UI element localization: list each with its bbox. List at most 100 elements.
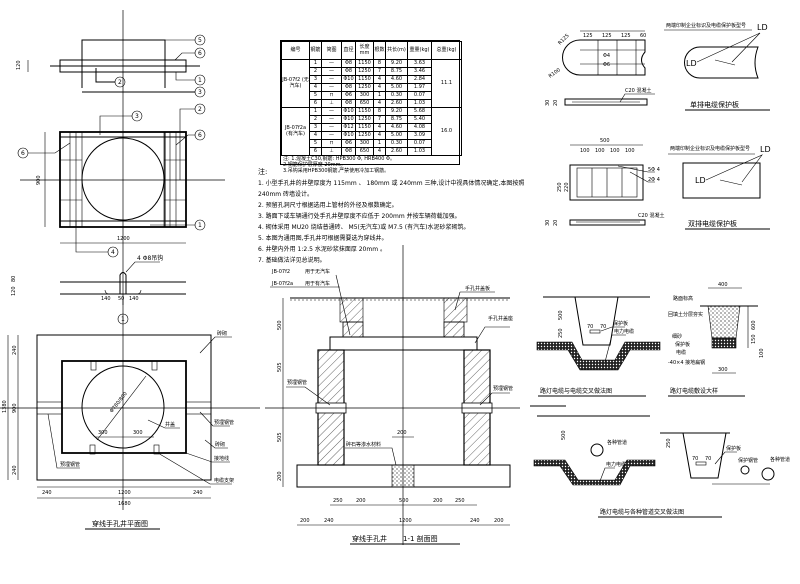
- svg-text:手孔井盖座: 手孔井盖座: [488, 315, 513, 322]
- svg-text:250: 250: [558, 328, 564, 338]
- table-cell: 8: [373, 107, 386, 116]
- cover-plate-detail: 120 5 6 1 3 2 900 1200 3 2 6 6 1 4: [11, 10, 225, 305]
- svg-text:1: 1: [198, 222, 202, 229]
- table-cell: 5.68: [407, 107, 432, 116]
- svg-text:3. 路面下或车辆通行处手孔井壁厚度不应低于: 3. 路面下或车辆通行处手孔井壁厚度不应低于 200mm 并按车辆荷载加强。: [258, 212, 461, 220]
- svg-text:2: 2: [198, 106, 202, 113]
- svg-text:电力电缆: 电力电缆: [606, 461, 626, 468]
- table-header: 总重(kg): [431, 41, 462, 60]
- table-cell: 4.60: [385, 123, 408, 132]
- table-cell: 5: [309, 139, 322, 148]
- svg-text:2Φ 4: 2Φ 4: [648, 177, 660, 183]
- svg-text:200: 200: [277, 471, 283, 481]
- svg-text:505: 505: [277, 362, 283, 372]
- table-cell: Φ10: [341, 75, 356, 84]
- table-cell: 4: [373, 123, 386, 132]
- table-cell: 1250: [355, 67, 374, 76]
- svg-text:300: 300: [718, 367, 728, 373]
- table-group-label: JB-07f2 (无汽车): [281, 59, 310, 108]
- svg-text:单排电缆保护板: 单排电缆保护板: [690, 100, 739, 109]
- table-cell: —: [321, 115, 342, 124]
- table-cell: 7: [373, 67, 386, 76]
- table-cell: 2.60: [385, 147, 408, 156]
- callout-6: 6: [174, 47, 206, 61]
- table-cell: 1150: [355, 107, 374, 116]
- table-cell: 3.09: [407, 131, 432, 140]
- svg-text:1: 1: [198, 77, 202, 84]
- table-cell: 4: [373, 83, 386, 92]
- svg-text:100: 100: [759, 348, 765, 358]
- svg-text:250: 250: [666, 438, 672, 448]
- svg-text:砖砌: 砖砌: [217, 330, 227, 337]
- table-cell: Φ10: [341, 115, 356, 124]
- svg-text:C20 混凝土: C20 混凝土: [638, 212, 664, 219]
- svg-text:4. 砌体采用 MU20 烧结普通砖、 M5(无汽车: 4. 砌体采用 MU20 烧结普通砖、 M5(无汽车)或 M7.5 (有汽车)水…: [258, 223, 469, 231]
- table-cell: Φ8: [341, 67, 356, 76]
- table-cell: 9.20: [385, 107, 408, 116]
- table-cell: 1.03: [407, 147, 432, 156]
- svg-text:100: 100: [625, 148, 635, 154]
- svg-text:500: 500: [600, 138, 610, 144]
- table-group-total: 11.1: [431, 59, 462, 108]
- table-cell: ⊥: [321, 147, 342, 156]
- svg-text:300: 300: [98, 430, 108, 436]
- svg-text:7. 基础做法详见总说明。: 7. 基础做法详见总说明。: [258, 256, 326, 264]
- table-header: 共长(m): [385, 41, 408, 60]
- gravel-drain: [391, 464, 415, 488]
- table-cell: 3: [309, 75, 322, 84]
- table-cell: 0.30: [385, 139, 408, 148]
- svg-text:-40×4 接地扁钢: -40×4 接地扁钢: [668, 359, 705, 366]
- hook-label: 4 Φ8吊钩: [137, 254, 163, 262]
- svg-text:125: 125: [621, 33, 631, 39]
- svg-text:70: 70: [692, 456, 698, 462]
- callout-2b: 2: [179, 103, 206, 180]
- svg-text:120: 120: [11, 286, 17, 296]
- svg-text:预埋钢管: 预埋钢管: [287, 379, 307, 386]
- plan-view: 1 Φ780/800 300 300 砖砌 预埋钢管 砖砌 接地线 电缆支架 预…: [0, 300, 260, 530]
- table-cell: 2.84: [407, 75, 432, 84]
- svg-text:碎石等渗水材料: 碎石等渗水材料: [346, 441, 381, 448]
- svg-text:Φ6: Φ6: [603, 62, 610, 68]
- section-view: 200 碎石等渗水材料 JB-07f2 用于无汽车 JB-07f2a 用于有汽车…: [265, 245, 520, 545]
- svg-text:穿线手孔井: 穿线手孔井: [352, 534, 387, 543]
- cable-laying-detail: 400 路面标高 回填土分层夯实 细砂 保护板 电缆 -40×4 接地扁钢 60…: [668, 282, 765, 397]
- svg-text:预埋钢管: 预埋钢管: [214, 419, 234, 426]
- svg-text:70: 70: [705, 456, 711, 462]
- callout-6b: 6: [175, 129, 206, 146]
- svg-text:6: 6: [21, 150, 25, 157]
- general-notes: 注: 1. 小型手孔井的井壁厚度为 115mm 、 180mm 或 240mm …: [258, 167, 524, 264]
- table-cell: 6: [309, 99, 322, 108]
- svg-text:JB-07f2: JB-07f2: [271, 269, 290, 275]
- table-cell: 0.07: [407, 91, 432, 100]
- svg-text:路灯电缆敷设大样: 路灯电缆敷设大样: [670, 387, 718, 395]
- table-group-total: 16.0: [431, 107, 462, 156]
- table-cell: ⊓: [321, 139, 342, 148]
- mark-note-1: 两端印制企业标识及电缆保护板型号: [666, 22, 746, 29]
- svg-text:5: 5: [198, 37, 202, 44]
- svg-text:5. 本图为通用图,手孔井可根据需要选为穿线井。: 5. 本图为通用图,手孔井可根据需要选为穿线井。: [258, 234, 388, 242]
- table-cell: 300: [355, 91, 374, 100]
- svg-text:100: 100: [610, 148, 620, 154]
- svg-text:240: 240: [470, 518, 480, 524]
- table-cell: 300: [355, 139, 374, 148]
- table-cell: Φ12: [341, 123, 356, 132]
- table-cell: 4: [309, 83, 322, 92]
- table-cell: 9.20: [385, 59, 408, 68]
- table-cell: 5.00: [385, 83, 408, 92]
- svg-text:手孔井盖板: 手孔井盖板: [465, 285, 490, 292]
- table-cell: —: [321, 75, 342, 84]
- svg-text:900: 900: [12, 403, 18, 413]
- svg-text:200: 200: [300, 518, 310, 524]
- svg-text:500: 500: [561, 430, 567, 440]
- pipe-crossing-detail: 各种管道 电力电缆 500 70 70 保护板 保护钢管 各种管道 250 路灯…: [533, 415, 790, 518]
- inner-wall: [61, 360, 187, 454]
- table-cell: 1: [373, 91, 386, 100]
- svg-text:JB-07f2a: JB-07f2a: [271, 281, 293, 287]
- table-cell: 1.03: [407, 99, 432, 108]
- table-cell: 4: [373, 75, 386, 84]
